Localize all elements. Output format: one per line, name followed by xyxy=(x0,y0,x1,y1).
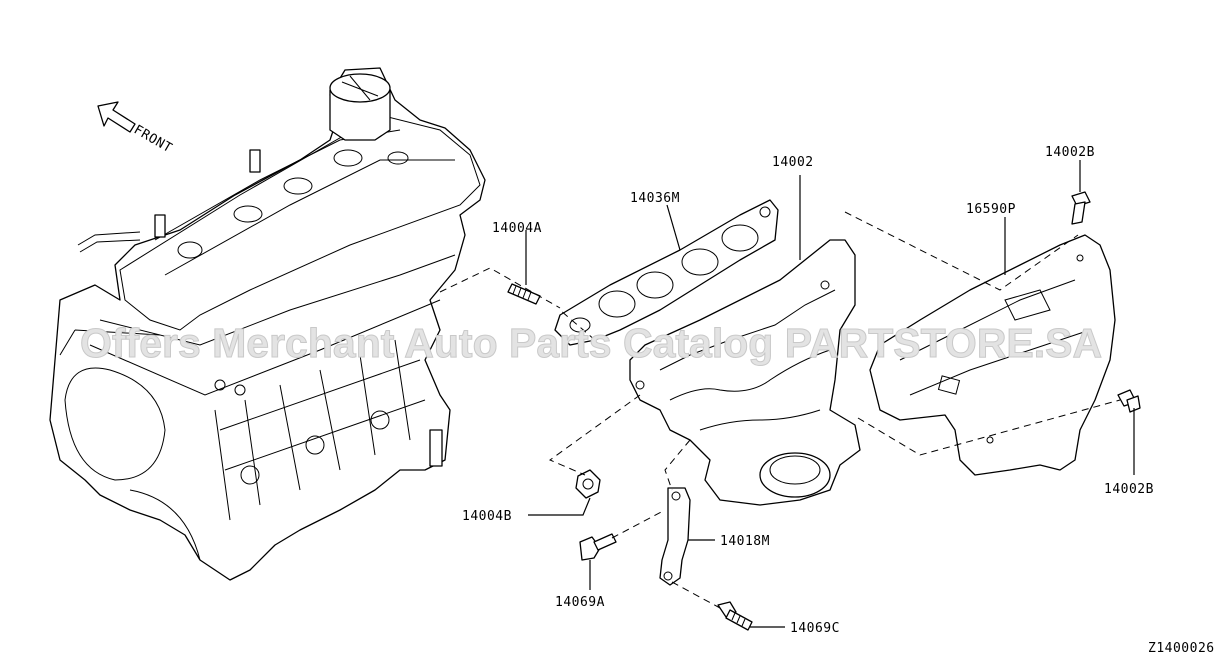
front-direction-indicator: FRONT xyxy=(97,101,175,156)
label-14004a: 14004A xyxy=(492,221,542,236)
bolt-14002b-right xyxy=(1117,389,1141,475)
label-14002b-right: 14002B xyxy=(1104,482,1154,497)
watermark-text: Offers Merchant Auto Parts Catalog PARTS… xyxy=(80,320,1102,366)
engine-assembly xyxy=(49,67,486,581)
label-14018m: 14018M xyxy=(720,534,770,549)
assembly-guide-lines xyxy=(439,211,1121,609)
bolt-14069c xyxy=(717,601,785,631)
nut-14004b xyxy=(528,469,601,516)
gasket-14036m xyxy=(554,199,779,346)
label-14004b: 14004B xyxy=(462,509,512,524)
label-16590p: 16590P xyxy=(966,202,1016,217)
heat-shield-16590p xyxy=(869,217,1116,476)
bracket-14018m xyxy=(659,487,715,586)
label-14002: 14002 xyxy=(772,155,814,170)
label-14002b-top: 14002B xyxy=(1045,145,1095,160)
front-arrow-icon xyxy=(97,101,136,133)
bolt-14069a xyxy=(579,533,617,590)
diagram-id: Z1400026 xyxy=(1148,641,1215,656)
label-14036m: 14036M xyxy=(630,191,680,206)
front-label: FRONT xyxy=(131,122,175,156)
stud-14004a xyxy=(507,230,541,305)
label-14069c: 14069C xyxy=(790,621,840,636)
label-14069a: 14069A xyxy=(555,595,605,610)
bolt-14002b-top xyxy=(1071,160,1091,225)
exhaust-manifold-14002 xyxy=(629,175,861,506)
